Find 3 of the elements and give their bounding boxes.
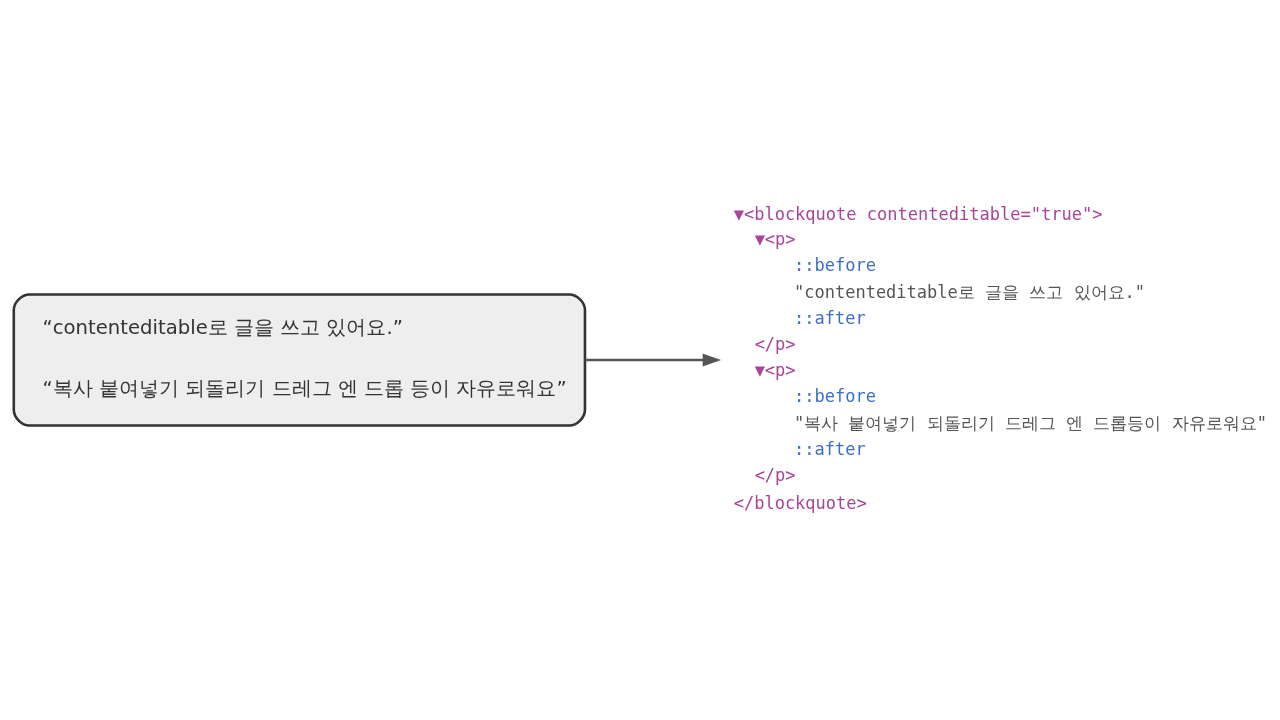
node-box: “contenteditable로 글을 쓰고 있어요.” “복사 붙여넣기 되돌리기 드레그 엔 드롭 등이 자유로워요” — [12, 293, 587, 427]
node-text: ▼<blockquote contenteditable="true"> ▼<p> ::before "contenteditable로 글을 쓰고 있어요." ::after </p> ▼<p> ::before "복사 붙여넣기 되돌리기 드레그 엔 드롭등이 자유로워요" ::after </p> </blockquote> — [733, 204, 1267, 513]
arrow — [585, 353, 722, 367]
